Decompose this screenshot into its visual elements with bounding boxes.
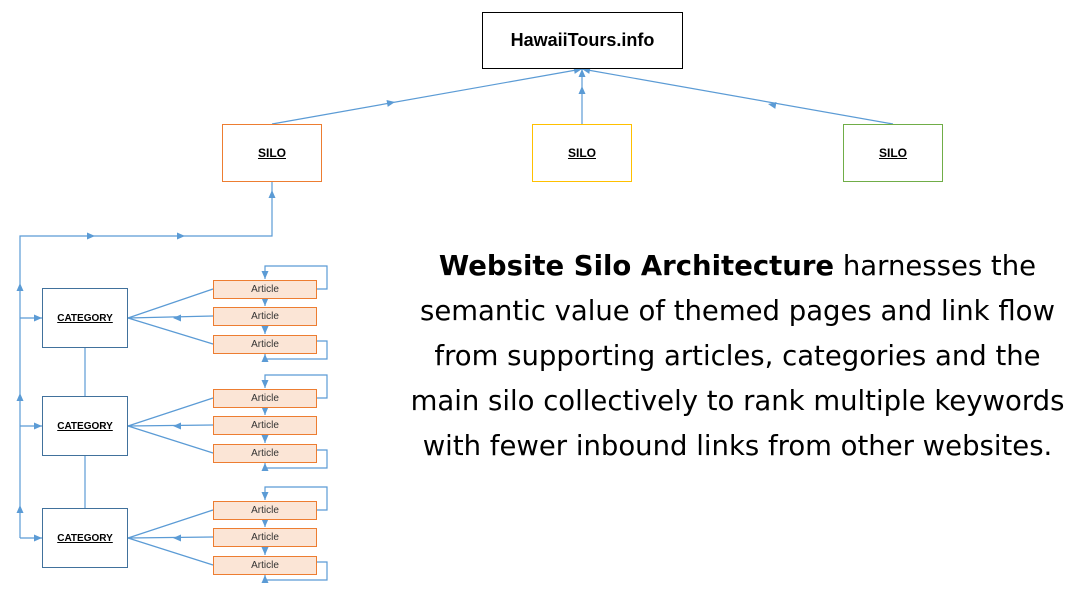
connector-line bbox=[19, 182, 273, 538]
category-node-1: CATEGORY bbox=[42, 288, 128, 348]
article-label: Article bbox=[251, 311, 279, 322]
article-node: Article bbox=[213, 501, 317, 520]
article-node: Article bbox=[213, 528, 317, 547]
silo-label: SILO bbox=[567, 146, 596, 160]
article-node: Article bbox=[213, 280, 317, 299]
category-label: CATEGORY bbox=[57, 312, 113, 324]
arrowhead bbox=[177, 232, 185, 240]
article-node: Article bbox=[213, 307, 317, 326]
arrowhead bbox=[173, 314, 181, 322]
connector-line bbox=[271, 68, 583, 125]
article-label: Article bbox=[251, 393, 279, 404]
article-label: Article bbox=[251, 284, 279, 295]
arrowhead bbox=[173, 534, 181, 542]
architecture-caption: Website Silo Architecture harnesses the … bbox=[405, 244, 1070, 469]
caption-text: harnesses the semantic value of themed p… bbox=[410, 250, 1065, 462]
article-node: Article bbox=[213, 556, 317, 575]
article-label: Article bbox=[251, 420, 279, 431]
root-node: HawaiiTours.info bbox=[482, 12, 683, 69]
category-node-3: CATEGORY bbox=[42, 508, 128, 568]
category-label: CATEGORY bbox=[57, 420, 113, 432]
category-label: CATEGORY bbox=[57, 532, 113, 544]
connector-line bbox=[127, 537, 214, 566]
arrowhead bbox=[261, 354, 269, 362]
article-label: Article bbox=[251, 532, 279, 543]
arrowhead bbox=[261, 463, 269, 471]
article-node: Article bbox=[213, 389, 317, 408]
silo-node-2: SILO bbox=[532, 124, 632, 182]
connector-line bbox=[264, 374, 328, 399]
arrowhead bbox=[173, 422, 181, 430]
root-label: HawaiiTours.info bbox=[510, 30, 655, 50]
caption-bold: Website Silo Architecture bbox=[438, 250, 835, 282]
article-node: Article bbox=[213, 444, 317, 463]
arrowhead bbox=[16, 505, 24, 513]
arrowhead bbox=[386, 99, 395, 107]
connector-line bbox=[127, 424, 214, 427]
connector-line bbox=[264, 486, 328, 511]
arrowhead bbox=[578, 86, 586, 94]
arrowhead bbox=[768, 101, 777, 109]
article-label: Article bbox=[251, 448, 279, 459]
arrowhead bbox=[34, 534, 42, 542]
arrowhead bbox=[261, 407, 269, 415]
connector-line bbox=[127, 425, 214, 454]
article-node: Article bbox=[213, 416, 317, 435]
arrowhead bbox=[261, 492, 269, 500]
connector-line bbox=[127, 317, 214, 345]
silo-label: SILO bbox=[257, 146, 286, 160]
arrowhead bbox=[16, 283, 24, 291]
arrowhead bbox=[261, 298, 269, 306]
arrowhead bbox=[87, 232, 95, 240]
connector-line bbox=[127, 509, 214, 539]
article-label: Article bbox=[251, 339, 279, 350]
article-label: Article bbox=[251, 560, 279, 571]
connector-line bbox=[127, 536, 214, 539]
arrowhead bbox=[16, 393, 24, 401]
arrowhead bbox=[261, 271, 269, 279]
arrowhead bbox=[261, 519, 269, 527]
connector-line bbox=[264, 265, 328, 290]
connector-line bbox=[581, 68, 894, 125]
connector-line bbox=[127, 397, 214, 427]
connector-line bbox=[127, 315, 214, 319]
connector-line bbox=[127, 288, 214, 319]
arrowhead bbox=[34, 314, 42, 322]
arrowhead bbox=[34, 422, 42, 430]
article-node: Article bbox=[213, 335, 317, 354]
arrowhead bbox=[268, 190, 276, 198]
article-label: Article bbox=[251, 505, 279, 516]
arrowhead bbox=[261, 380, 269, 388]
silo-node-1: SILO bbox=[222, 124, 322, 182]
arrowhead bbox=[261, 547, 269, 555]
silo-node-3: SILO bbox=[843, 124, 943, 182]
arrowhead bbox=[578, 69, 586, 77]
arrowhead bbox=[261, 435, 269, 443]
arrowhead bbox=[261, 326, 269, 334]
category-node-2: CATEGORY bbox=[42, 396, 128, 456]
silo-label: SILO bbox=[878, 146, 907, 160]
arrowhead bbox=[261, 575, 269, 583]
